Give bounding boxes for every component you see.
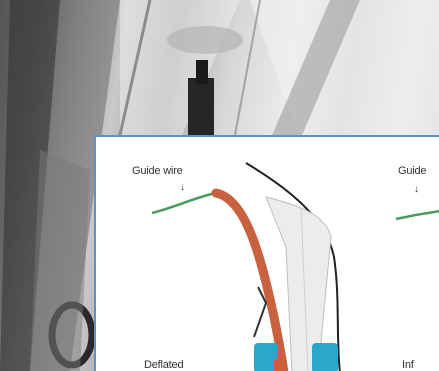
label-guide-wire-left: Guide wire bbox=[132, 165, 183, 177]
label-guide-wire-right: Guide bbox=[398, 165, 426, 177]
stylet bbox=[254, 287, 266, 337]
label-inflated: Inf bbox=[402, 359, 414, 371]
guide-wire-left bbox=[152, 193, 216, 213]
label-deflated: Deflated bbox=[144, 359, 183, 371]
arrow-down-icon: ↓ bbox=[180, 183, 185, 193]
guide-wire-right bbox=[396, 211, 439, 219]
arrow-down-icon: ↓ bbox=[414, 185, 419, 195]
balloon-right bbox=[312, 343, 338, 371]
diagram-inset: Guide wire ↓ Guide ↓ Deflated Inf bbox=[94, 135, 439, 371]
